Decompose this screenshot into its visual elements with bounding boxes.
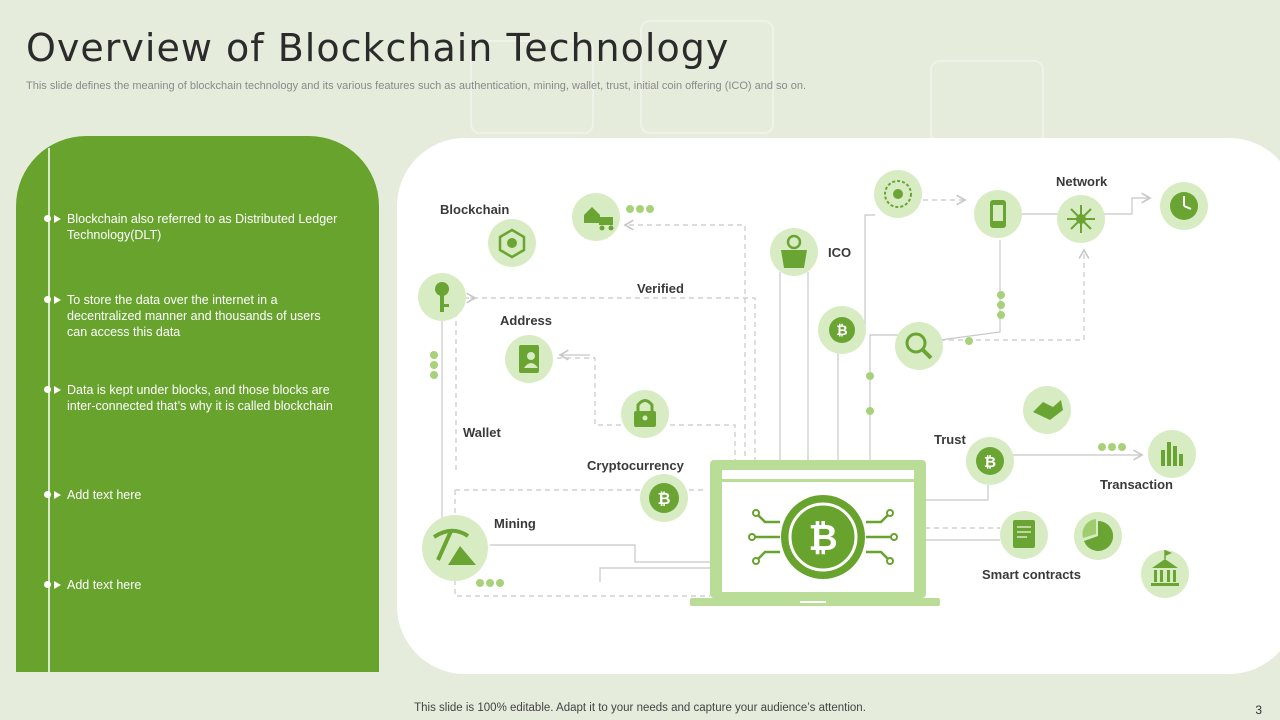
pie-chart-icon (1074, 512, 1122, 560)
left-panel: Blockchain also referred to as Distribut… (16, 136, 379, 672)
svg-text:₿: ₿ (808, 518, 837, 559)
label-blockchain: Blockchain (440, 202, 510, 217)
hub-icon (1057, 195, 1105, 243)
handshake-icon (1023, 386, 1071, 434)
footer-note: This slide is 100% editable. Adapt it to… (414, 702, 866, 714)
address-book-icon (505, 335, 553, 383)
key-icon (418, 273, 466, 321)
bullet-arrow-icon (42, 214, 64, 224)
contract-document-icon (1000, 511, 1048, 559)
bullet-text: Data is kept under blocks, and those blo… (67, 383, 333, 413)
bullet-item-3: Data is kept under blocks, and those blo… (42, 382, 342, 414)
timeline-line (48, 148, 50, 672)
svg-text:₿: ₿ (984, 453, 996, 471)
svg-text:₿: ₿ (836, 323, 847, 339)
bitcoin-icon: ₿ (640, 474, 688, 522)
bullet-arrow-icon (42, 580, 64, 590)
padlock-icon (621, 390, 669, 438)
laptop-bitcoin-icon: ₿ (690, 460, 940, 606)
bullet-text: Add text here (67, 488, 142, 502)
label-ico: ICO (828, 245, 852, 260)
bullet-arrow-icon (42, 295, 64, 305)
label-address: Address (500, 313, 553, 328)
dot-decorations (430, 205, 1126, 587)
blockchain-network-icon (488, 219, 536, 267)
label-mining: Mining (494, 516, 536, 531)
mining-pickaxe-icon (422, 515, 488, 581)
bitcoin-icon: ₿ (818, 306, 866, 354)
house-truck-icon (572, 193, 620, 241)
label-network: Network (1056, 174, 1108, 189)
bitcoin-icon: ₿ (966, 437, 1014, 485)
bar-chart-icon (1148, 430, 1196, 478)
label-wallet: Wallet (463, 425, 501, 440)
bullet-arrow-icon (42, 385, 64, 395)
svg-text:₿: ₿ (657, 489, 670, 508)
bank-icon (1141, 550, 1189, 598)
bullet-item-5: Add text here (42, 577, 342, 593)
label-verified: Verified (637, 281, 684, 296)
magnifier-icon (895, 322, 943, 370)
bullet-text: Add text here (67, 578, 142, 592)
page-number: 3 (1255, 703, 1262, 717)
label-transaction: Transaction (1100, 477, 1173, 492)
bullet-item-1: Blockchain also referred to as Distribut… (42, 211, 342, 243)
globe-network-icon (874, 170, 922, 218)
bullet-arrow-icon (42, 490, 64, 500)
label-smart-contracts: Smart contracts (982, 567, 1081, 582)
page-subtitle: This slide defines the meaning of blockc… (26, 80, 807, 92)
clock-icon (1160, 182, 1208, 230)
label-trust: Trust (934, 432, 966, 447)
smartphone-icon (974, 190, 1022, 238)
bullet-text: To store the data over the internet in a… (67, 293, 321, 339)
bullet-item-4: Add text here (42, 487, 342, 503)
page-title: Overview of Blockchain Technology (26, 26, 730, 70)
ico-box-icon (770, 228, 818, 276)
background-cube-decoration (470, 40, 594, 134)
label-cryptocurrency: Cryptocurrency (587, 458, 684, 473)
bullet-text: Blockchain also referred to as Distribut… (67, 212, 338, 242)
bullet-item-2: To store the data over the internet in a… (42, 292, 342, 340)
background-cube-decoration (640, 20, 774, 134)
